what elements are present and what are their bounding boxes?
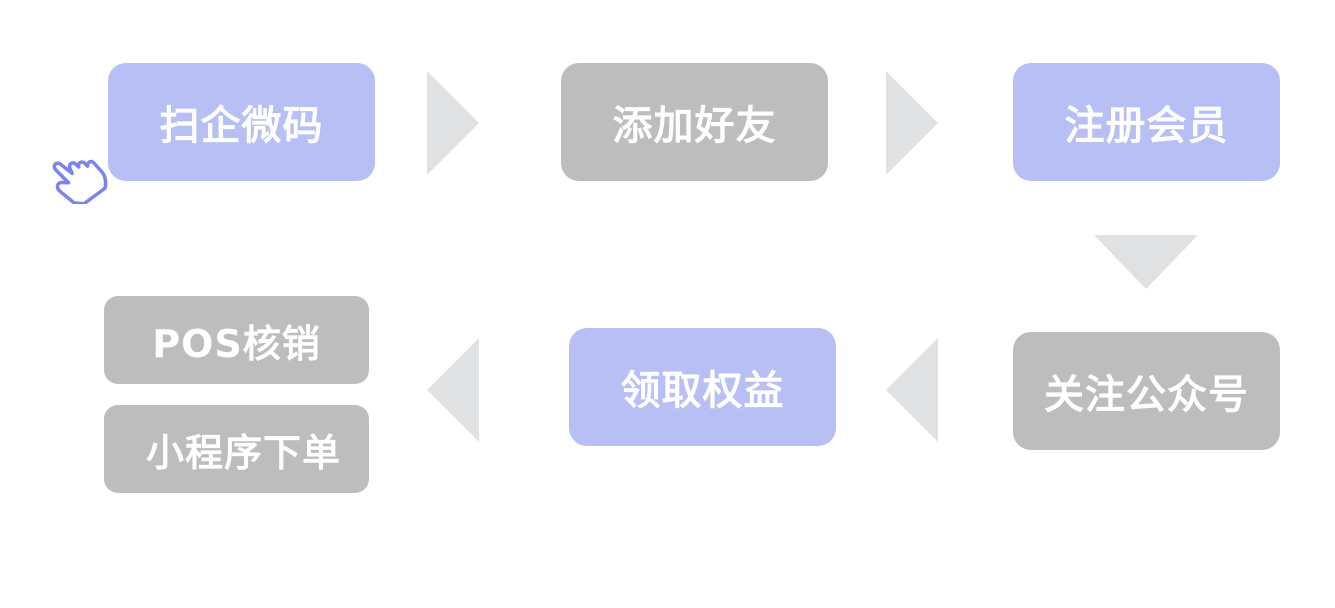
step-claim-benefits[interactable]: 领取权益 [569, 328, 836, 446]
arrow-right-1 [427, 71, 479, 175]
arrow-left-2 [427, 338, 479, 442]
step-add-friend[interactable]: 添加好友 [561, 63, 828, 181]
step-mini-program-order[interactable]: 小程序下单 [104, 405, 369, 493]
arrow-down [1094, 235, 1198, 289]
step-follow-official-account[interactable]: 关注公众号 [1013, 332, 1280, 450]
step-pos-redeem[interactable]: POS核销 [104, 296, 369, 384]
step-scan-wecom-code[interactable]: 扫企微码 [108, 63, 375, 181]
arrow-left-1 [886, 338, 938, 442]
arrow-right-2 [886, 71, 938, 175]
step-register-member[interactable]: 注册会员 [1013, 63, 1280, 181]
hand-pointer-icon [52, 159, 108, 204]
